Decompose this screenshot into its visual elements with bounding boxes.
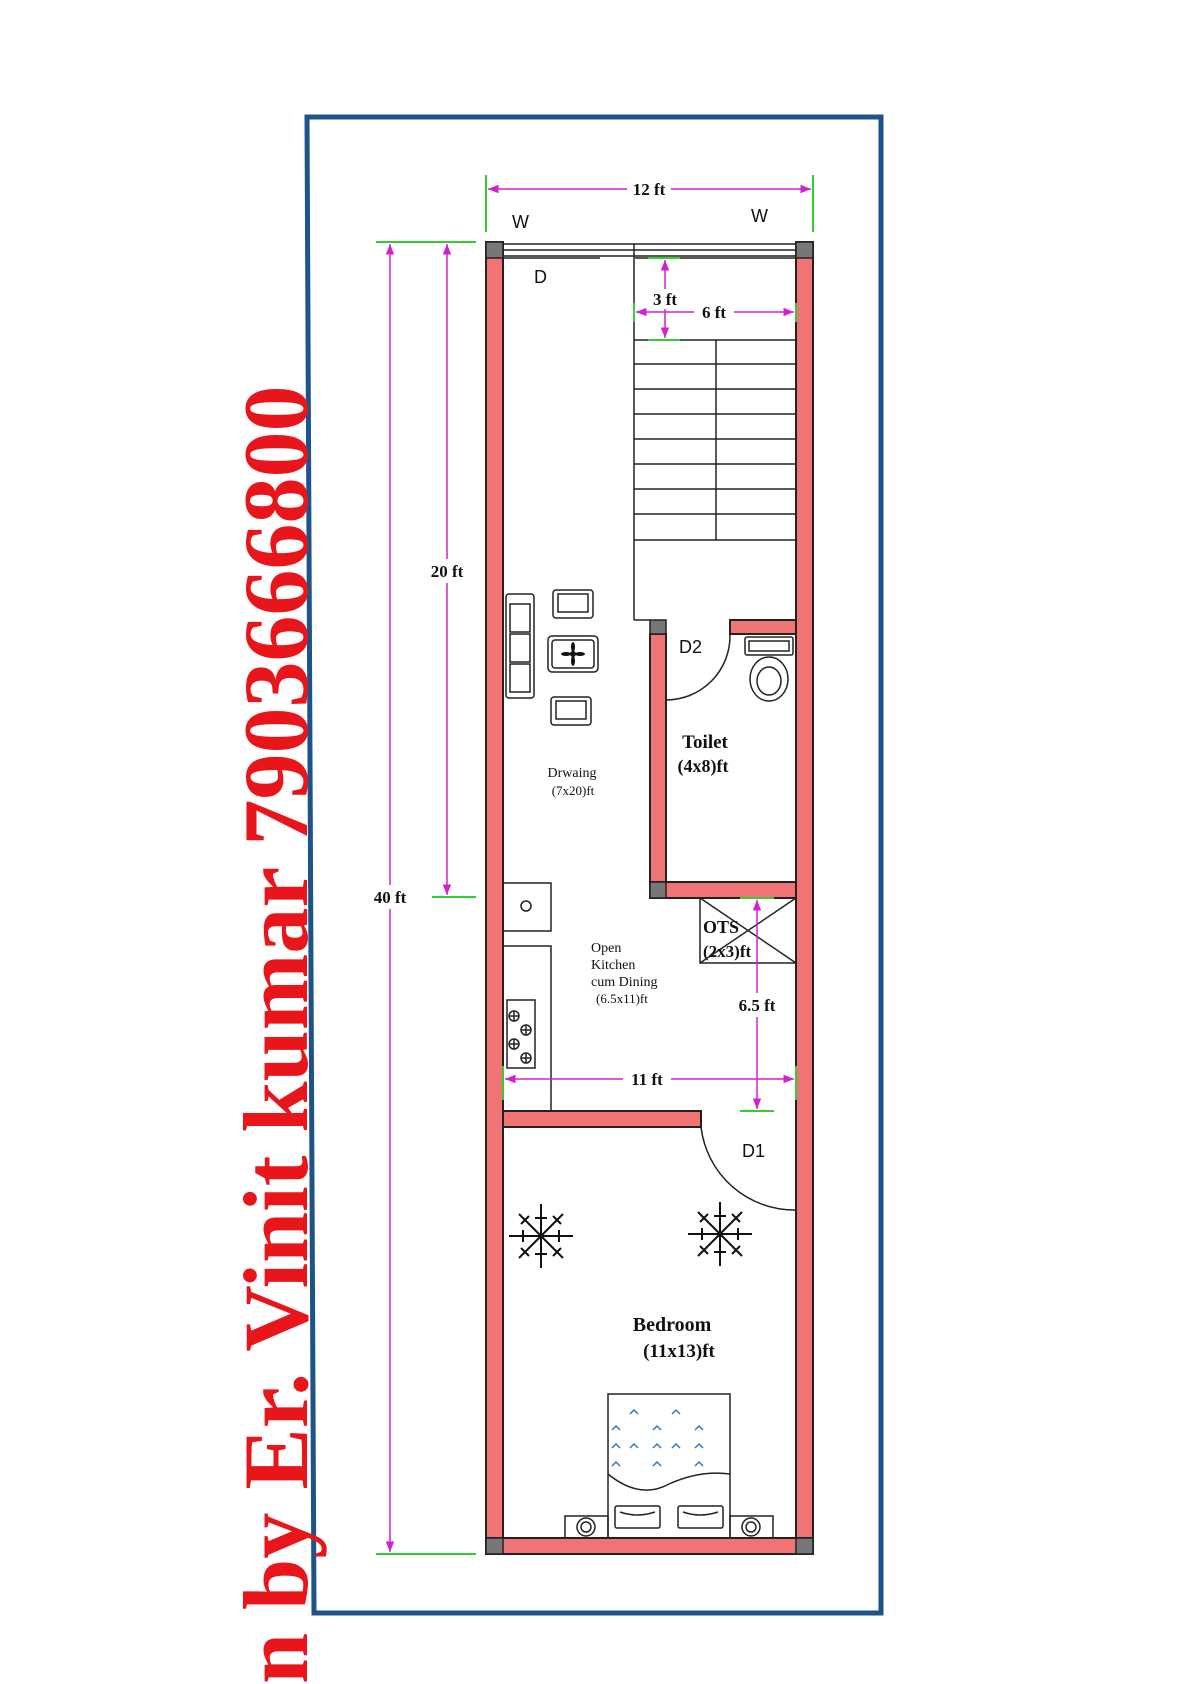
armchair-icon — [550, 696, 592, 726]
opening-labels: W W D D2 D1 — [512, 206, 768, 1161]
room-drawing-name: Drwaing — [548, 766, 597, 781]
wall-bedroom-left — [502, 1110, 702, 1128]
bed-icon — [564, 1393, 774, 1539]
door-label-bedroom: D1 — [742, 1141, 765, 1161]
armchair-icon — [552, 589, 594, 619]
column — [649, 881, 667, 899]
author-watermark: n by Er. Vinit kumar 7903666800 — [225, 385, 327, 1684]
window-label-right: W — [751, 206, 768, 226]
dim-kitchen-depth: 6.5 ft — [739, 996, 776, 1015]
wall-toilet-bottom — [649, 881, 797, 899]
dimension-lines — [385, 184, 811, 1552]
dim-stair-width: 6 ft — [702, 303, 726, 322]
room-ots-name: OTS — [703, 917, 739, 937]
wall-left — [485, 241, 504, 1555]
room-drawing-size: (7x20)ft — [552, 783, 595, 798]
stove — [506, 999, 536, 1069]
sofa-icon — [505, 593, 535, 699]
room-bedroom-name: Bedroom — [633, 1314, 712, 1336]
door-label-toilet: D2 — [679, 637, 702, 657]
wall-toilet-left — [649, 633, 667, 883]
room-bedroom-size: (11x13)ft — [643, 1341, 715, 1362]
column — [649, 619, 667, 635]
dim-height-total: 40 ft — [374, 888, 407, 907]
column — [795, 1537, 814, 1555]
columns — [485, 241, 814, 1555]
kitchen-counter — [502, 882, 552, 1112]
room-toilet-size: (4x8)ft — [678, 756, 729, 777]
wall-bottom — [485, 1537, 814, 1555]
dim-stair-landing: 3 ft — [653, 290, 677, 309]
dim-height-front: 20 ft — [431, 562, 464, 581]
sink — [502, 882, 552, 932]
room-toilet-name: Toilet — [682, 732, 728, 753]
column — [795, 241, 814, 259]
column — [485, 1537, 504, 1555]
dimension-labels: 12 ft 40 ft 20 ft 3 ft 6 ft 11 ft 6.5 ft — [364, 177, 786, 1090]
door-label-main: D — [534, 267, 547, 287]
stove-burner-icon — [508, 1010, 532, 1064]
room-kitchen-line3: cum Dining — [591, 975, 658, 990]
page-frame — [304, 114, 884, 1616]
toilet-fixture-icon — [744, 636, 794, 702]
room-kitchen-line2: Kitchen — [591, 958, 635, 973]
coffee-table-icon — [547, 635, 599, 673]
bedroom-plant-icon — [509, 1202, 752, 1268]
room-labels: Drwaing (7x20)ft Toilet (4x8)ft OTS (2x3… — [548, 732, 752, 1362]
sofa-set — [505, 589, 599, 726]
plant-icon — [561, 642, 585, 666]
door-swings — [665, 620, 796, 1211]
column — [485, 241, 504, 259]
bedroom-door-swing — [700, 1126, 796, 1211]
extension-lines — [376, 175, 814, 1555]
toilet-door-swing — [665, 635, 731, 701]
room-kitchen-size: (6.5x11)ft — [596, 991, 648, 1006]
dim-kitchen-width: 11 ft — [631, 1070, 663, 1089]
room-kitchen-line1: Open — [591, 941, 621, 956]
room-ots-size: (2x3)ft — [703, 942, 751, 961]
front-openings — [503, 243, 796, 259]
wall-toilet-top — [729, 619, 797, 635]
window-label-left: W — [512, 212, 529, 232]
wall-right — [795, 241, 814, 1555]
bed-pattern — [611, 1408, 704, 1467]
dim-width-top: 12 ft — [633, 180, 666, 199]
